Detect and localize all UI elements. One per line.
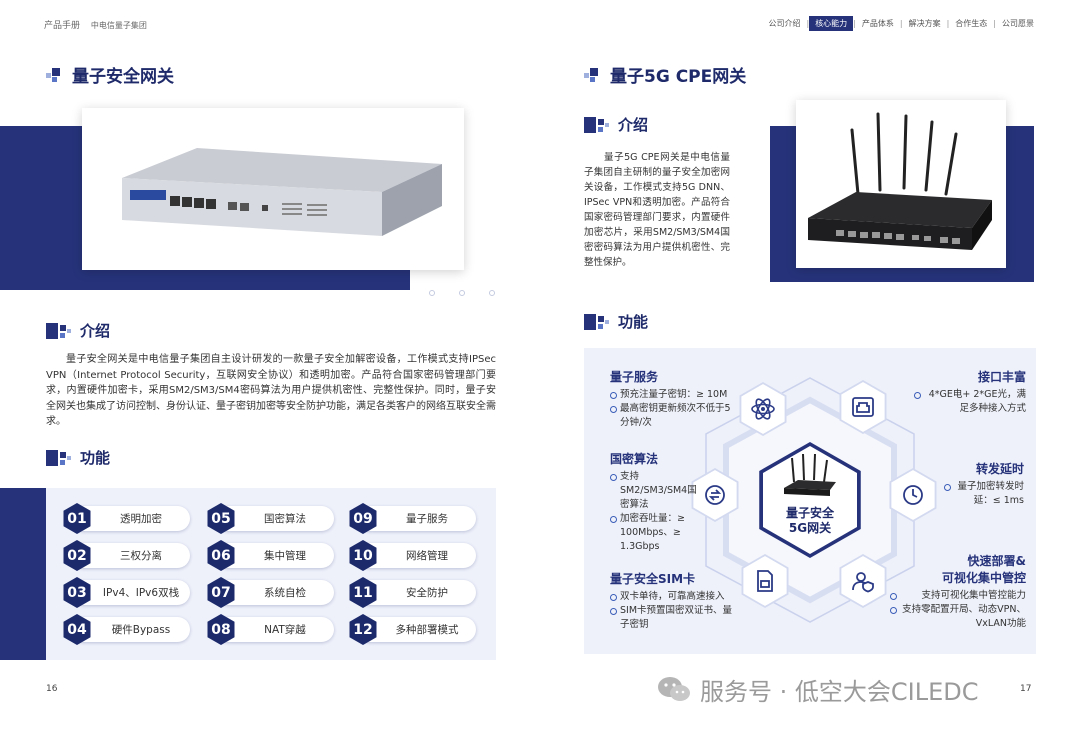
feature-label: 国密算法	[216, 506, 334, 531]
left-intro-text: 量子安全网关是中电信量子集团自主设计研发的一款量子安全加解密设备，工作模式支持I…	[46, 354, 496, 427]
crypto-exchange-icon	[693, 470, 737, 520]
right-title: 量子5G CPE网关	[584, 62, 746, 87]
block-interfaces: 接口丰富 4*GE电+ 2*GE光，满足多种接入方式	[914, 368, 1026, 416]
clock-icon	[891, 470, 935, 520]
center-router-icon	[784, 453, 836, 496]
left-intro-heading: 介绍	[46, 320, 110, 341]
feature-number-badge: 04	[63, 614, 91, 645]
nav-item[interactable]: 核心能力	[809, 16, 854, 31]
rack-gateway-image	[122, 148, 442, 236]
top-nav: 公司介绍|核心能力|产品体系|解决方案|合作生态|公司愿景	[762, 16, 1040, 31]
feature-number-badge: 02	[63, 540, 91, 571]
center-hex-inner	[763, 446, 857, 554]
feature-label: 安全防护	[358, 580, 476, 605]
left-func-bar	[0, 488, 46, 660]
feature-number-badge: 07	[207, 577, 235, 608]
right-func-heading: 功能	[584, 311, 648, 332]
feature-number-badge: 12	[349, 614, 377, 645]
decor-dots	[428, 282, 498, 296]
nav-item[interactable]: 产品体系	[861, 19, 894, 28]
nav-item[interactable]: 解决方案	[908, 19, 941, 28]
section-mark-icon	[584, 313, 610, 330]
watermark: 服务号 · 低空大会CILEDC	[656, 672, 979, 707]
right-intro-text: 量子5G CPE网关是中电信量子集团自主研制的量子安全加密网关设备，工作模式支持…	[584, 152, 730, 268]
nav-separator: |	[806, 19, 810, 28]
left-func-heading: 功能	[46, 447, 110, 468]
section-mark-icon	[584, 116, 610, 133]
gateway-photo	[82, 108, 464, 270]
feature-number-badge: 03	[63, 577, 91, 608]
nav-item[interactable]: 公司介绍	[768, 19, 801, 28]
block-quantum-service: 量子服务 预充注量子密钥：≥ 10M 最高密钥更新频次不低于5分钟/次	[610, 368, 740, 430]
cpe-router-image	[808, 112, 992, 250]
section-mark-icon	[46, 449, 72, 466]
feature-number-badge: 06	[207, 540, 235, 571]
feature-label: 网络管理	[358, 543, 476, 568]
feature-number-badge: 08	[207, 614, 235, 645]
block-deploy: 快速部署& 可视化集中管控 支持可视化集中管控能力 支持零配置开局、动态VPN、…	[890, 552, 1026, 631]
brand-label: 产品手册	[44, 21, 81, 31]
left-title: 量子安全网关	[46, 62, 174, 87]
center-label: 量子安全 5G网关	[785, 506, 834, 535]
atom-icon	[741, 384, 785, 434]
nav-separator: |	[853, 19, 856, 28]
right-intro-heading: 介绍	[584, 114, 648, 135]
feature-number-badge: 10	[349, 540, 377, 571]
nav-separator: |	[993, 19, 996, 28]
feature-label: 三权分离	[72, 543, 190, 568]
section-mark-icon	[46, 322, 72, 339]
cpe-photo	[796, 100, 1006, 268]
feature-label: 透明加密	[72, 506, 190, 531]
page-number-right: 17	[1020, 684, 1032, 694]
block-latency: 转发延时 量子加密转发时延：≤ 1ms	[944, 460, 1024, 508]
nav-item[interactable]: 公司愿景	[1002, 19, 1034, 28]
feature-label: IPv4、IPv6双栈	[72, 580, 190, 605]
title-mark-icon	[46, 67, 62, 82]
feature-label: 量子服务	[358, 506, 476, 531]
feature-label: 系统自检	[216, 580, 334, 605]
title-mark-icon	[584, 67, 600, 82]
cpe-function-panel: 量子安全 5G网关 量子服务 预充注量子密钥：≥ 10M 最高密钥更新频次不低于…	[584, 348, 1036, 654]
feature-label: 硬件Bypass	[72, 617, 190, 642]
nav-separator: |	[946, 19, 950, 28]
block-crypto: 国密算法 支持SM2/SM3/SM4国密算法 加密吞吐量：≥ 100Mbps、≥…	[610, 450, 704, 554]
ethernet-port-icon	[841, 382, 885, 432]
feature-label: 集中管理	[216, 543, 334, 568]
wechat-icon	[658, 676, 690, 701]
feature-label: NAT穿越	[216, 617, 334, 642]
nav-separator: |	[899, 19, 903, 28]
feature-number-badge: 11	[349, 577, 377, 608]
nav-item[interactable]: 合作生态	[955, 19, 988, 28]
feature-label: 多种部署模式	[358, 617, 476, 642]
block-sim: 量子安全SIM卡 双卡单待，可靠高速接入 SIM卡预置国密双证书、量子密钥	[610, 570, 740, 632]
header-brand: 产品手册 中电信量子集团	[44, 18, 155, 31]
org-label: 中电信量子集团	[90, 21, 147, 30]
page-number-left: 16	[46, 684, 58, 694]
